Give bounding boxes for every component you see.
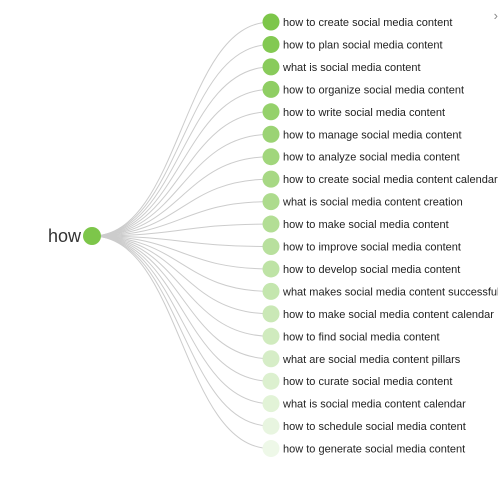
tree-link (91, 178, 272, 237)
leaf-label[interactable]: what is social media content creation (282, 197, 463, 209)
leaf-node[interactable] (262, 327, 280, 345)
tree-link (91, 235, 272, 270)
tree-link (91, 156, 272, 237)
leaf-label[interactable]: how to generate social media content (283, 444, 465, 456)
root-node[interactable] (83, 227, 101, 245)
leaf-node[interactable] (262, 215, 280, 233)
leaf-label[interactable]: how to make social media content (283, 219, 449, 231)
tree-link (91, 235, 272, 315)
leaf-label[interactable]: how to make social media content calenda… (283, 309, 494, 321)
root-label: how (48, 226, 82, 246)
leaf-node[interactable] (262, 13, 280, 31)
tree-link (91, 223, 272, 237)
leaf-node[interactable] (262, 282, 280, 300)
tree-link (91, 88, 272, 237)
leaf-label[interactable]: how to analyze social media content (283, 152, 460, 164)
leaf-label[interactable]: how to curate social media content (283, 376, 452, 388)
leaf-node[interactable] (262, 148, 280, 166)
leaf-label[interactable]: how to schedule social media content (283, 421, 466, 433)
tree-link (91, 235, 272, 292)
tree-link (91, 111, 272, 237)
leaf-label[interactable]: how to plan social media content (283, 39, 443, 51)
leaf-label[interactable]: how to write social media content (283, 107, 445, 119)
tree-link (91, 235, 272, 427)
leaf-label[interactable]: how to manage social media content (283, 129, 462, 141)
leaf-node[interactable] (262, 103, 280, 121)
tree-nodes: how to create social media content how to… (48, 13, 498, 458)
leaf-label[interactable]: what are social media content pillars (282, 354, 461, 366)
tree-link (91, 66, 272, 237)
leaf-label[interactable]: how to improve social media content (283, 242, 461, 254)
tree-link (91, 21, 272, 237)
leaf-node[interactable] (262, 35, 280, 53)
leaf-label[interactable]: how to develop social media content (283, 264, 460, 276)
leaf-label[interactable]: what is social media content calendar (282, 399, 466, 411)
leaf-node[interactable] (262, 238, 280, 255)
leaf-label[interactable]: what makes social media content successf… (282, 286, 498, 298)
leaf-node[interactable] (262, 417, 280, 435)
tree-link (91, 235, 272, 337)
leaf-node[interactable] (262, 125, 280, 143)
tree-link (91, 133, 272, 237)
tree-link (91, 201, 272, 237)
leaf-node[interactable] (262, 260, 280, 278)
leaf-node[interactable] (262, 80, 280, 98)
tree-link (91, 235, 272, 450)
tree-link (91, 235, 272, 405)
leaf-label[interactable]: how to create social media content calen… (283, 174, 498, 186)
leaf-node[interactable] (262, 372, 280, 390)
leaf-node[interactable] (262, 193, 280, 211)
tree-link (91, 235, 272, 247)
tree-links (91, 21, 272, 450)
leaf-label[interactable]: how to create social media content (283, 17, 452, 29)
leaf-node[interactable] (262, 350, 280, 368)
leaf-label[interactable]: what is social media content (282, 62, 421, 74)
leaf-label[interactable]: how to organize social media content (283, 84, 464, 96)
tree-link (91, 235, 272, 360)
leaf-node[interactable] (262, 395, 280, 413)
tree-link (91, 235, 272, 382)
tree-link (91, 43, 272, 237)
leaf-node[interactable] (262, 440, 280, 458)
leaf-node[interactable] (262, 305, 280, 323)
leaf-node[interactable] (262, 58, 280, 76)
collapse-glyph-icon: › (493, 8, 498, 23)
leaf-label[interactable]: how to find social media content (283, 331, 440, 343)
leaf-node[interactable] (262, 170, 280, 188)
